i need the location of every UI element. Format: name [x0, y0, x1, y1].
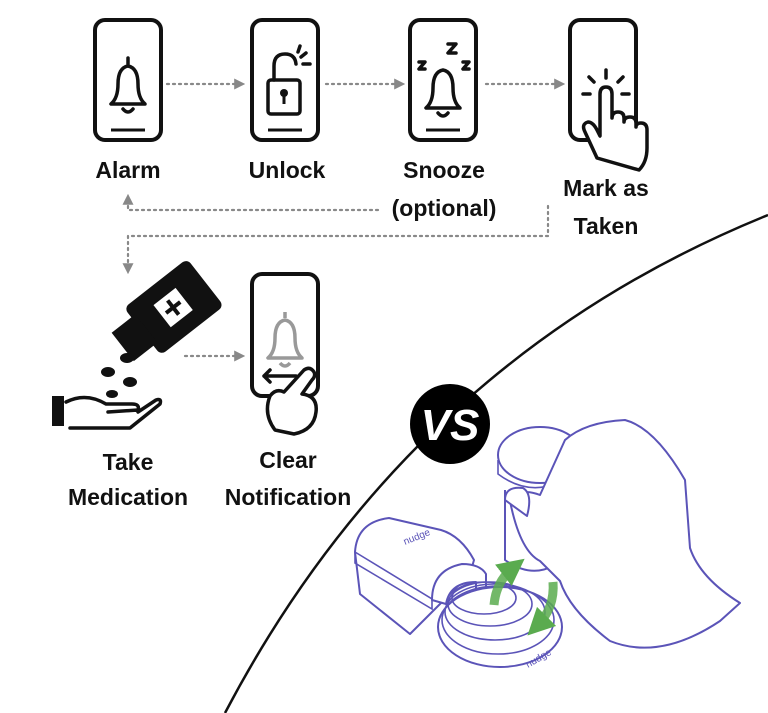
snoozing-bell-icon: [417, 42, 471, 118]
versus-badge: VS: [410, 384, 490, 464]
unlocked-padlock-icon: [266, 44, 312, 116]
versus-text: VS: [421, 401, 480, 450]
step-label-line1: Take: [103, 449, 154, 475]
hand: [504, 419, 741, 649]
step-snooze: Snooze (optional): [392, 18, 497, 221]
step-alarm: Alarm: [93, 18, 163, 183]
step-label: Alarm: [95, 157, 160, 183]
tap-finger-icon: [581, 68, 649, 172]
step-take-medication: Take Medication: [52, 261, 222, 510]
step-label-line2: Medication: [68, 484, 188, 510]
step-label-line2: Taken: [574, 213, 639, 239]
pill-bottle-hand-icon: [52, 261, 222, 430]
step-label: Unlock: [249, 157, 326, 183]
step-unlock: Unlock: [249, 18, 326, 183]
phone-frame: [408, 18, 478, 142]
step-label-line1: Mark as: [563, 175, 649, 201]
rotate-arrows-icon: [489, 558, 558, 636]
step-mark-as-taken: Mark as Taken: [563, 18, 649, 239]
step-clear-notification: Clear Notification: [225, 272, 352, 510]
flow-connectors: [122, 78, 566, 362]
step-label-line1: Clear: [259, 447, 317, 473]
bell-icon: [109, 56, 147, 114]
step-label-line2: (optional): [392, 195, 497, 221]
phone-frame: [93, 18, 163, 142]
step-label-line1: Snooze: [403, 157, 485, 183]
swipe-bell-icon: [262, 312, 318, 436]
step-label-line2: Notification: [225, 484, 352, 510]
nudge-device-illustration: nudge nudge: [354, 419, 741, 671]
